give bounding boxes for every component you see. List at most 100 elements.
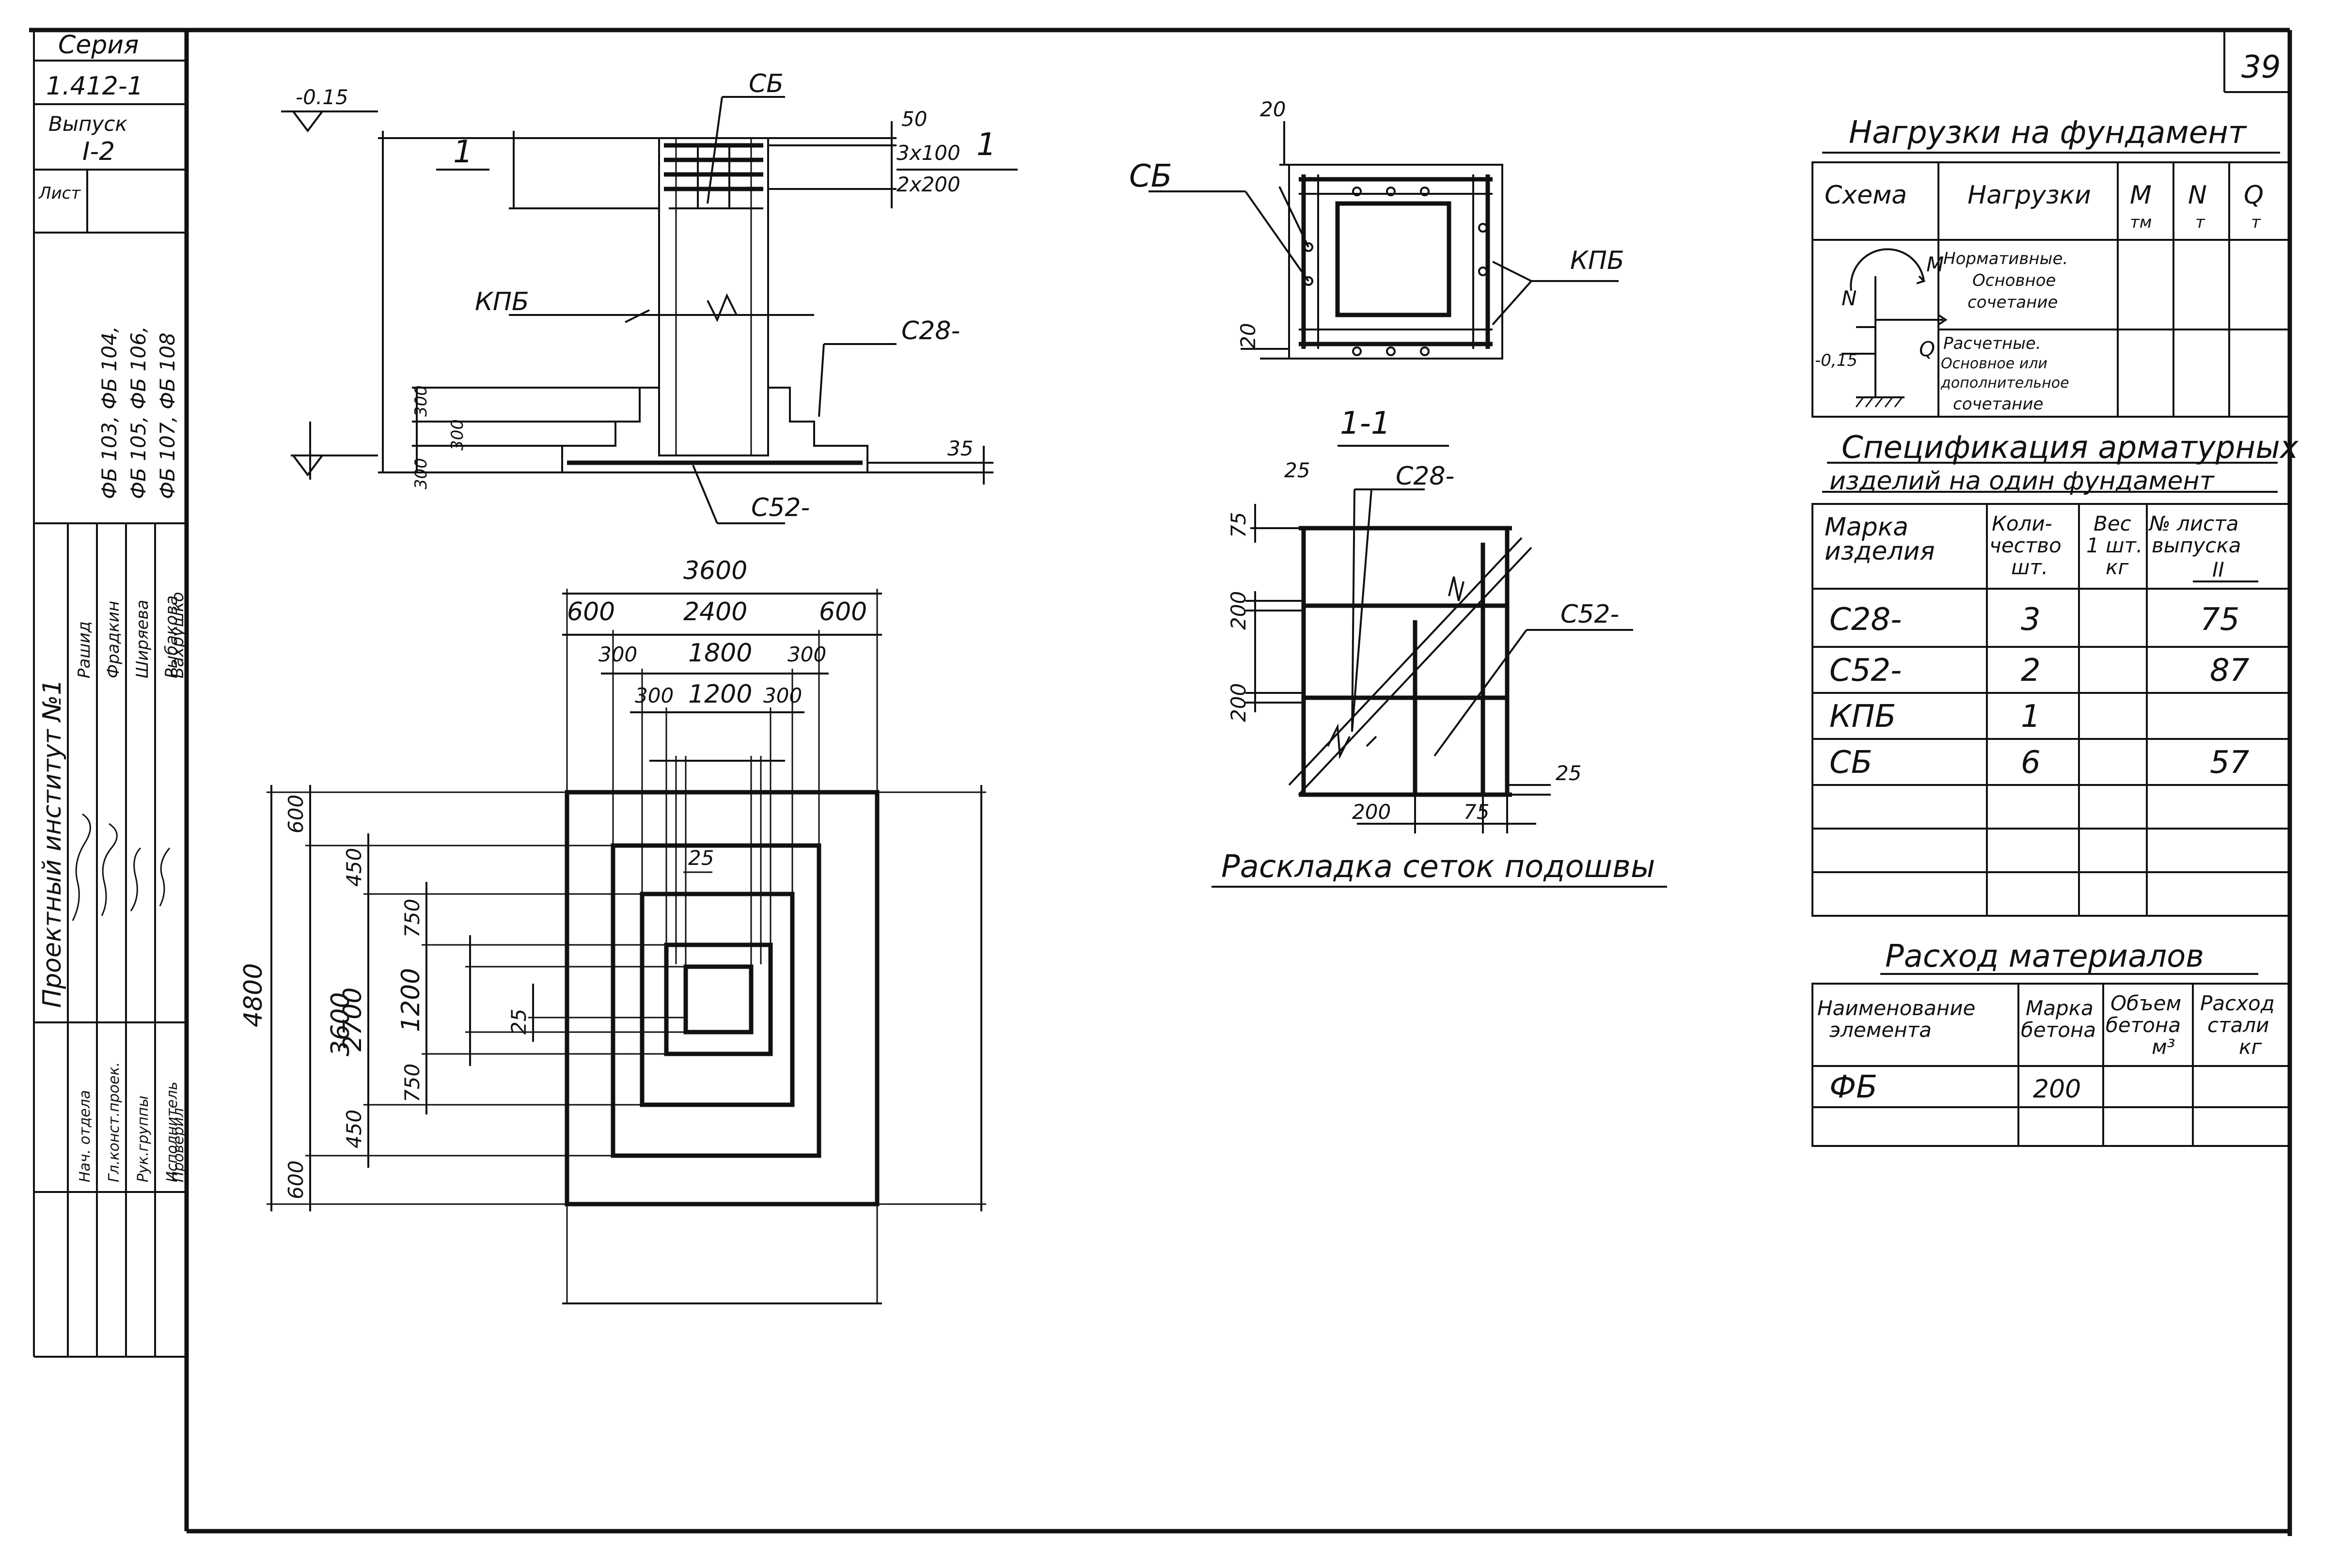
mesh-dim-200-bottom: 200: [1352, 800, 1391, 824]
dim-35: 35: [947, 437, 973, 460]
dim-300-c: 300: [411, 458, 431, 489]
mesh-dim-25-right: 25: [1556, 761, 1581, 785]
mat-h-name-2: элемента: [1829, 1018, 1932, 1042]
dim-300-b: 300: [448, 419, 467, 451]
section-mark-right: 1: [976, 127, 996, 163]
plan-dim-600-top: 600: [284, 795, 308, 833]
mat-h-steel-2: стали: [2207, 1013, 2269, 1037]
loads-table: [1811, 152, 2291, 418]
loads-row1-line3: сочетание: [1968, 293, 2058, 312]
spec-row-1-mark: С28-: [1829, 602, 1902, 638]
spec-title-1: Спецификация арматурных: [1842, 430, 2299, 466]
name-2: Фрадкин: [104, 601, 123, 678]
loads-row2-line1: Расчетные.: [1943, 334, 2041, 353]
section-1-1: [1149, 121, 1619, 447]
plan-view: [267, 589, 986, 1304]
loads-unit-n: т: [2195, 213, 2205, 232]
spec-h-weight-2: 1 шт.: [2086, 533, 2142, 557]
spec-row-4-mark: СБ: [1829, 745, 1873, 781]
mesh-layout: [1212, 488, 1667, 888]
level-top: -0.15: [296, 85, 348, 109]
plan-dim-25-top: 25: [688, 846, 714, 870]
loads-header-q: Q: [2244, 181, 2264, 210]
plan-dim-300-r2: 300: [763, 684, 802, 707]
label-cb: СБ: [749, 69, 784, 98]
schema-n: N: [1842, 286, 1857, 310]
marks-line-2: ФБ 105, ФБ 106,: [126, 326, 150, 499]
marks-line-1: ФБ 103, ФБ 104,: [97, 326, 121, 499]
marks-line-3: ФБ 107, ФБ 108: [156, 332, 179, 499]
loads-row2-line4: сочетание: [1953, 394, 2043, 414]
role-4: Исполнитель: [164, 1082, 181, 1182]
issue-value: I-2: [82, 137, 115, 166]
spec-h-sheet-3: II: [2212, 558, 2224, 581]
signature-scribbles: [72, 813, 171, 921]
mat-row-1-grade: 200: [2033, 1075, 2081, 1104]
loads-unit-m: тм: [2130, 213, 2152, 232]
loads-header-loads: Нагрузки: [1968, 181, 2091, 210]
sheet-number: 39: [2241, 49, 2281, 85]
spec-h-sheet-2: выпуска: [2152, 533, 2241, 557]
institute-name: Проектный институт №1: [38, 679, 67, 1008]
spec-row-1-qty: 3: [2021, 602, 2041, 638]
mesh-caption: Раскладка сеток подошвы: [1221, 849, 1655, 885]
plan-dim-1200: 1200: [688, 680, 752, 709]
mesh-label-c52: С52-: [1560, 600, 1619, 629]
sheet-label: Лист: [38, 184, 81, 203]
plan-dim-300-right: 300: [787, 643, 826, 666]
spec-row-1-sheet: 75: [2200, 602, 2239, 638]
spec-row-3-qty: 1: [2021, 699, 2041, 735]
spec-h-mark-2: изделия: [1825, 537, 1935, 566]
mat-h-volume-3: м³: [2152, 1035, 2175, 1059]
plan-dim-450-top: 450: [342, 848, 366, 887]
plan-dim-1200-v: 1200: [396, 968, 425, 1032]
section-mark-left: 1: [453, 134, 473, 170]
issue-label: Выпуск: [48, 112, 127, 136]
mesh-dim-200-a: 200: [1227, 591, 1250, 630]
loads-title: Нагрузки на фундамент: [1849, 115, 2247, 151]
spec-table: [1811, 462, 2291, 917]
mat-row-1-name: ФБ: [1829, 1069, 1877, 1105]
mesh-label-c28: С28-: [1396, 462, 1454, 491]
mat-h-volume-1: Объем: [2110, 991, 2181, 1015]
plan-dim-750-top: 750: [400, 899, 424, 938]
plan-dim-4800: 4800: [239, 963, 268, 1027]
plan-dim-1800: 1800: [688, 639, 752, 668]
plan-dim-450-bot: 450: [342, 1110, 366, 1148]
series-label: Серия: [58, 31, 139, 60]
schema-m: М: [1926, 252, 1944, 276]
label-c52: С52-: [751, 493, 810, 522]
spec-h-sheet-1: № листа: [2148, 512, 2238, 535]
materials-table: [1811, 973, 2291, 1147]
plan-dim-2400: 2400: [683, 597, 747, 627]
spec-row-4-sheet: 57: [2210, 745, 2250, 781]
plan-dim-2700: 2700: [338, 988, 367, 1051]
loads-row2-line3: дополнительное: [1940, 375, 2069, 392]
mesh-dim-75: 75: [1227, 512, 1250, 538]
plan-dim-600-left: 600: [567, 597, 615, 627]
loads-header-schema: Схема: [1825, 181, 1907, 210]
mat-h-volume-2: бетона: [2106, 1013, 2181, 1037]
spec-h-mark-1: Марка: [1825, 513, 1908, 542]
spec-h-qty-3: шт.: [2011, 555, 2048, 579]
name-3: Ширяева: [133, 600, 152, 678]
spec-h-qty-2: чество: [1989, 533, 2062, 557]
schema-level: -0,15: [1815, 351, 1858, 370]
title-block: [33, 29, 187, 1358]
spec-row-2-sheet: 87: [2210, 653, 2250, 689]
name-1: Рашид: [75, 621, 94, 678]
mesh-dim-25: 25: [1284, 458, 1310, 482]
role-3: Рук.группы: [135, 1096, 152, 1182]
loads-header-n: N: [2188, 181, 2207, 210]
loads-header-m: М: [2130, 181, 2152, 210]
name-4: Рыбакова: [162, 596, 181, 678]
plan-dim-3600-v: 3600: [326, 992, 355, 1056]
dim-3x100: 3х100: [897, 141, 960, 165]
spec-h-weight-1: Вес: [2094, 512, 2131, 535]
role-5: Проверил: [170, 1108, 187, 1182]
loads-row1-line2: Основное: [1972, 271, 2056, 290]
spec-row-4-qty: 6: [2021, 745, 2041, 781]
spec-title-2: изделий на один фундамент: [1829, 467, 2215, 496]
role-2: Гл.конст.проек.: [106, 1062, 123, 1182]
s11-dim-20-top: 20: [1260, 97, 1286, 121]
